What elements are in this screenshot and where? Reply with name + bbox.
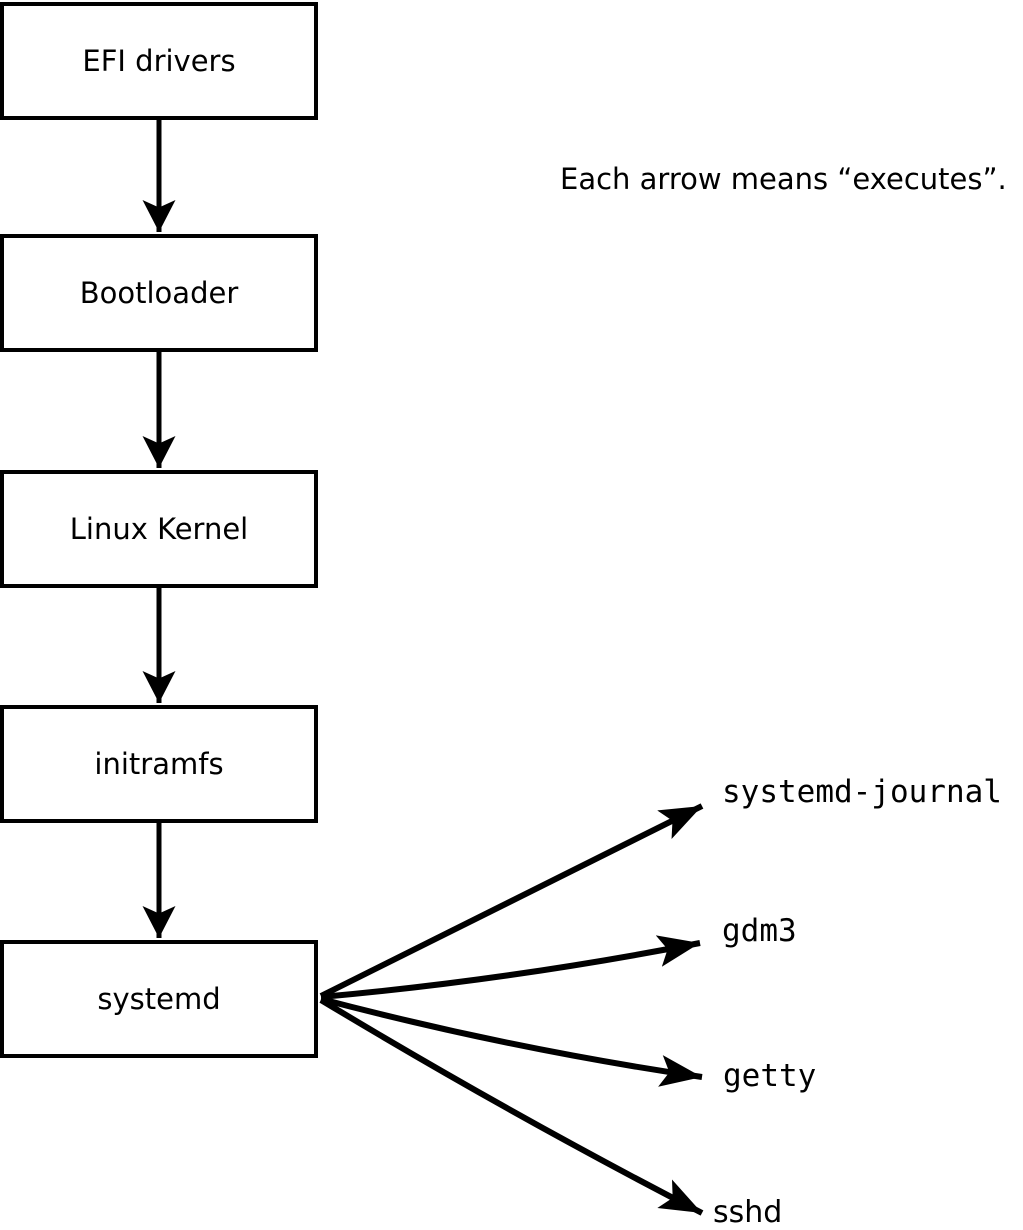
node-label: Bootloader (79, 275, 239, 310)
branch-label-getty: getty (723, 1058, 817, 1094)
node-label: EFI drivers (82, 43, 236, 78)
node-systemd: systemd (0, 940, 318, 1058)
arrow-meaning-annotation: Each arrow means “executes”. (560, 162, 1007, 196)
branch-label-systemd-journal: systemd-journal (722, 774, 1002, 810)
node-efi-drivers: EFI drivers (0, 2, 318, 120)
arrow-systemd-to-gdm3 (320, 935, 701, 1000)
arrow-systemd-to-sshd (319, 997, 704, 1216)
arrow-systemd-to-getty (320, 996, 703, 1087)
arrow-systemd-to-systemd-journal (319, 803, 704, 999)
branch-label-gdm3: gdm3 (722, 913, 797, 949)
node-label: systemd (97, 981, 221, 1016)
node-bootloader: Bootloader (0, 234, 318, 352)
node-label: Linux Kernel (69, 511, 249, 546)
node-linux-kernel: Linux Kernel (0, 470, 318, 588)
branch-label-sshd: sshd (713, 1195, 783, 1230)
node-initramfs: initramfs (0, 705, 318, 823)
node-label: initramfs (94, 746, 224, 781)
